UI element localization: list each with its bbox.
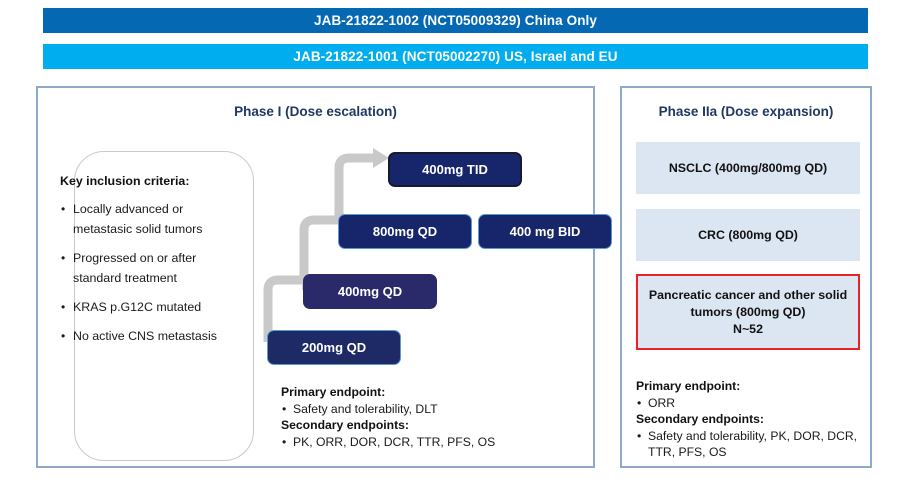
phase2-secondary-endpoint-item: Safety and tolerability, PK, DOR, DCR, bbox=[636, 428, 866, 445]
banner-study-1001: JAB-21822-1001 (NCT05002270) US, Israel … bbox=[43, 44, 868, 69]
cohort-box-crc[interactable]: CRC (800mg QD) bbox=[636, 209, 860, 261]
phase2-primary-endpoint-heading: Primary endpoint: bbox=[636, 379, 741, 393]
inclusion-criteria-heading: Key inclusion criteria: bbox=[60, 174, 190, 188]
dose-box-200mg-qd[interactable]: 200mg QD bbox=[267, 330, 401, 365]
phase2-endpoints: Primary endpoint: ORR Secondary endpoint… bbox=[636, 378, 866, 461]
dose-box-800mg-qd[interactable]: 800mg QD bbox=[338, 214, 472, 249]
phase1-secondary-endpoint-item: PK, ORR, DOR, DCR, TTR, PFS, OS bbox=[281, 434, 581, 451]
phase2-title: Phase IIa (Dose expansion) bbox=[658, 104, 834, 119]
phase1-primary-endpoint-item: Safety and tolerability, DLT bbox=[281, 401, 581, 418]
dose-box-400mg-qd[interactable]: 400mg QD bbox=[303, 274, 437, 309]
criteria-item: Locally advanced or metastasic solid tum… bbox=[60, 199, 228, 239]
inclusion-criteria-list: Locally advanced or metastasic solid tum… bbox=[60, 199, 228, 346]
phase1-panel: Phase I (Dose escalation) Key inclusion … bbox=[36, 86, 612, 468]
criteria-item: KRAS p.G12C mutated bbox=[60, 297, 228, 317]
cohort-box-nsclc[interactable]: NSCLC (400mg/800mg QD) bbox=[636, 142, 860, 194]
banner-study-1002: JAB-21822-1002 (NCT05009329) China Only bbox=[43, 8, 868, 33]
cohort-pancreatic-line2: tumors (800mg QD) bbox=[690, 304, 806, 319]
dose-box-400mg-tid[interactable]: 400mg TID bbox=[388, 152, 522, 187]
cohort-pancreatic-line3: N~52 bbox=[733, 321, 763, 336]
phase1-title: Phase I (Dose escalation) bbox=[234, 104, 397, 119]
criteria-item: Progressed on or after standard treatmen… bbox=[60, 248, 228, 288]
phase2-panel: Phase IIa (Dose expansion) NSCLC (400mg/… bbox=[620, 86, 872, 468]
dose-box-400mg-bid[interactable]: 400 mg BID bbox=[478, 214, 612, 249]
inclusion-criteria-content: Key inclusion criteria: Locally advanced… bbox=[60, 174, 228, 355]
phase2-primary-endpoint-item: ORR bbox=[636, 395, 866, 412]
cohort-pancreatic-line1: Pancreatic cancer and other solid bbox=[648, 287, 848, 302]
cohort-box-pancreatic[interactable]: Pancreatic cancer and other solid tumors… bbox=[636, 274, 860, 350]
phase2-secondary-endpoint-heading: Secondary endpoints: bbox=[636, 412, 764, 426]
phase1-primary-endpoint-heading: Primary endpoint: bbox=[281, 385, 386, 399]
phase1-secondary-endpoint-heading: Secondary endpoints: bbox=[281, 418, 409, 432]
criteria-item: No active CNS metastasis bbox=[60, 326, 228, 346]
phase2-secondary-endpoint-item-cont: TTR, PFS, OS bbox=[648, 445, 727, 459]
phase1-endpoints: Primary endpoint: Safety and tolerabilit… bbox=[281, 384, 581, 450]
